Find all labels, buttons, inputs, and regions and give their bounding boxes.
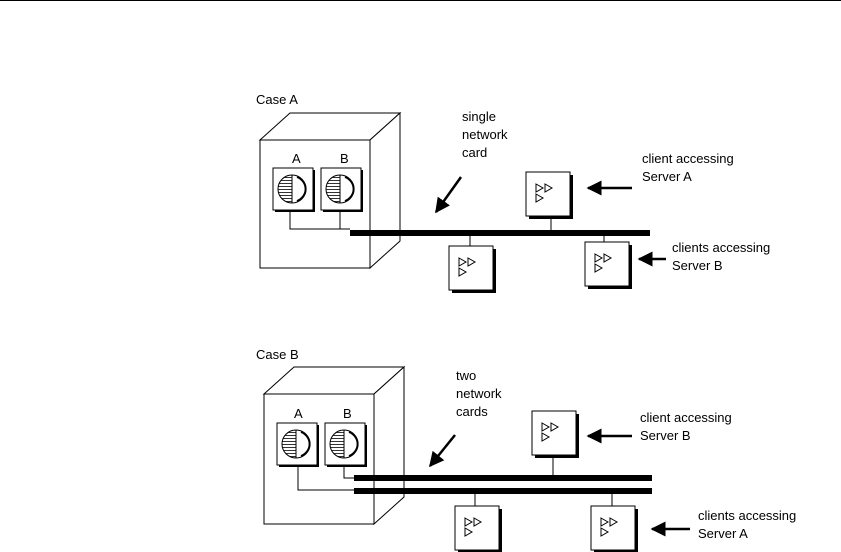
case-a-nic-note-2: network [462, 127, 508, 142]
case-b-link-server-b [343, 466, 354, 479]
case-b-network-bus-1 [354, 475, 652, 481]
case-b-client-top-label-2: Server B [640, 428, 691, 443]
case-a-client-top-label-1: client accessing [642, 151, 734, 166]
case-a-client-bottom-label-2: Server B [672, 258, 723, 273]
case-a-client-right-icon [584, 241, 633, 290]
case-b-client-bottom-label-1: clients accessing [698, 508, 796, 523]
case-b-nic-note-3: cards [456, 404, 488, 419]
case-a-server-b-disk-icon [320, 167, 364, 213]
case-a-client-top-label-2: Server A [642, 169, 692, 184]
case-a-nic-note-1: single [462, 109, 496, 124]
case-a-client-bottom-label-1: clients accessing [672, 240, 770, 255]
case-a-network-bus [350, 230, 650, 236]
case-b-server-b-disk-icon [324, 422, 368, 468]
case-a-group: Case A A B single network card client ac… [256, 92, 770, 294]
case-b-server-a-disk-icon [276, 422, 320, 468]
case-b-title: Case B [256, 347, 299, 362]
case-a-nic-note-3: card [462, 145, 487, 160]
case-b-client-bottom-label-2: Server A [698, 526, 748, 541]
case-a-client-top-icon [525, 171, 574, 220]
case-a-server-a-label: A [292, 151, 301, 166]
case-b-network-bus-2 [354, 488, 652, 494]
case-b-nic-note-2: network [456, 386, 502, 401]
case-b-client-right-icon [590, 505, 639, 552]
case-b-server-b-label: B [343, 406, 352, 421]
case-b-server-a-label: A [294, 406, 303, 421]
case-a-nic-arrow [434, 176, 463, 214]
case-a-title: Case A [256, 92, 298, 107]
case-b-client-top-icon [531, 410, 580, 459]
case-b-nic-note-1: two [456, 368, 476, 383]
case-a-link-server-a [289, 211, 350, 230]
case-a-server-b-label: B [340, 151, 349, 166]
case-b-nic-arrow [429, 434, 456, 468]
case-a-server-a-disk-icon [272, 167, 316, 213]
case-b-client-top-label-1: client accessing [640, 410, 732, 425]
case-b-client-mid-icon [454, 505, 503, 552]
case-a-client-mid-icon [448, 245, 497, 294]
case-b-group: Case B A B two network cards client acce… [256, 347, 796, 552]
case-b-link-server-a [297, 466, 354, 491]
